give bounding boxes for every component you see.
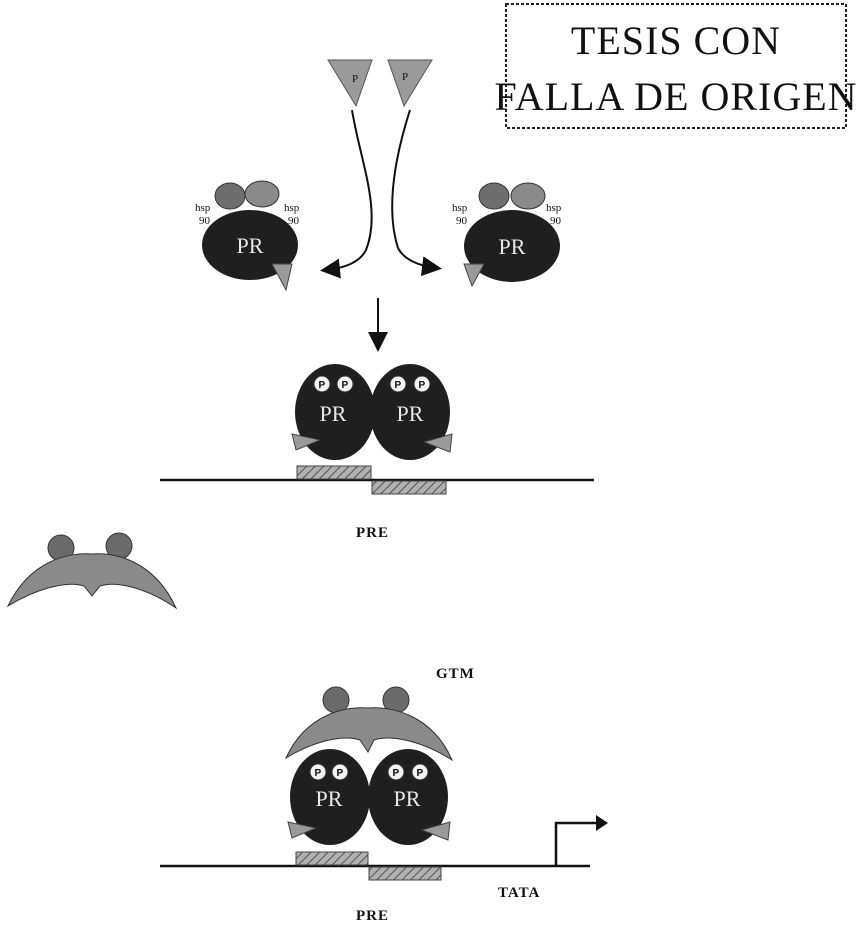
- dimer-bottom-right-label: PR: [394, 786, 421, 811]
- stamp: TESIS CON FALLA DE ORIGEN: [494, 4, 856, 128]
- hsp-right-complex-left-label: hsp: [452, 202, 468, 214]
- dimer-top: P P P P PR PR: [292, 364, 452, 460]
- dimer-bottom: P P P P PR PR: [288, 749, 450, 845]
- coactivator-free: [8, 533, 176, 608]
- receptor-complex-right: PR hsp 90 hsp 90: [452, 183, 562, 286]
- response-element-bottom-2: [369, 867, 441, 880]
- dimer-top-left-label: PR: [320, 401, 347, 426]
- hsp-right-complex-right-label: hsp: [546, 202, 562, 214]
- transcription-start-arrow: [556, 823, 598, 866]
- phospho-7: P: [393, 768, 400, 779]
- label-pre-bottom: PRE: [356, 908, 389, 924]
- hsp-right-label: hsp: [284, 202, 300, 214]
- dimer-top-right-label: PR: [397, 401, 424, 426]
- receptor-right-label: PR: [499, 234, 526, 259]
- hsp-right-num: 90: [288, 215, 300, 227]
- receptor-complex-left: PR hsp 90 hsp 90: [195, 181, 300, 290]
- hsp-right-complex-right-num: 90: [550, 215, 562, 227]
- label-gtm: GTM: [436, 666, 475, 682]
- phospho-3: P: [395, 380, 402, 391]
- transcription-arrowhead: [596, 815, 608, 831]
- hormone-right: P: [388, 60, 432, 106]
- phospho-5: P: [315, 768, 322, 779]
- label-tata: TATA: [498, 885, 540, 901]
- hormone-left: P: [328, 60, 372, 106]
- hormone-right-label: P: [402, 71, 408, 83]
- phospho-6: P: [337, 768, 344, 779]
- phospho-8: P: [417, 768, 424, 779]
- dimer-bottom-left-label: PR: [316, 786, 343, 811]
- phospho-4: P: [419, 380, 426, 391]
- receptor-left-label: PR: [237, 233, 264, 258]
- hsp-left-label: hsp: [195, 202, 211, 214]
- coactivator-bound: [286, 687, 452, 760]
- phospho-2: P: [342, 380, 349, 391]
- curved-arrow-left: [326, 110, 372, 270]
- hormone-left-label: P: [352, 73, 358, 85]
- label-pre-top: PRE: [356, 525, 389, 541]
- response-element-bottom-1: [296, 852, 368, 865]
- hsp-left-num: 90: [199, 215, 211, 227]
- response-element-top-1: [297, 466, 371, 479]
- phospho-1: P: [319, 380, 326, 391]
- curved-arrow-right: [392, 110, 436, 268]
- hsp-right-complex-left-num: 90: [456, 215, 468, 227]
- stamp-line2: FALLA DE ORIGEN: [494, 74, 856, 119]
- response-element-top-2: [372, 481, 446, 494]
- stamp-line1: TESIS CON: [571, 18, 781, 63]
